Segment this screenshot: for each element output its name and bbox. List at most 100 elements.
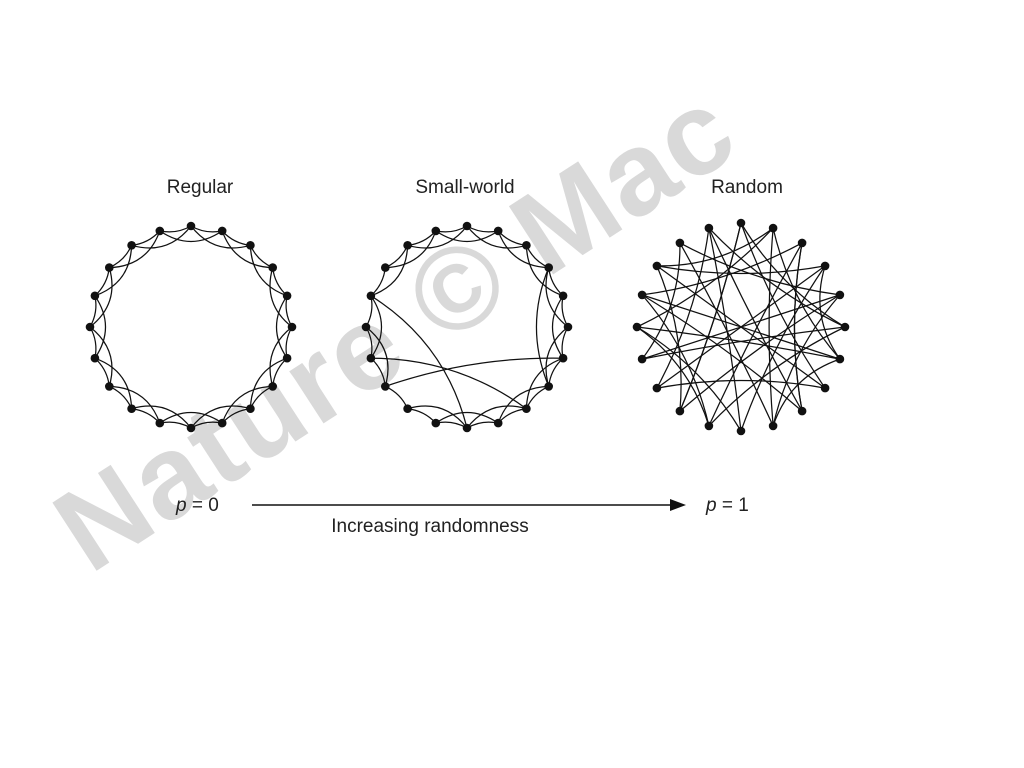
network-node [563, 322, 573, 332]
network-node [105, 382, 114, 391]
network-node [736, 218, 746, 228]
network-node [282, 353, 292, 363]
network-node [558, 353, 568, 363]
network-node [835, 354, 845, 364]
network-node [186, 423, 196, 433]
random-edge [819, 265, 841, 360]
lattice-edge [159, 412, 223, 424]
shortcut-edge [370, 357, 527, 410]
lattice-edge [249, 245, 288, 297]
lattice-edge [109, 385, 161, 424]
lattice-edge [548, 357, 564, 387]
network-node [493, 418, 503, 428]
axis-right-value: = 1 [717, 495, 749, 516]
lattice-edge [466, 225, 527, 249]
random-edge [641, 326, 846, 360]
network-node [736, 426, 746, 436]
lattice-edge [131, 230, 161, 246]
network-node [403, 404, 412, 414]
random-edge [656, 265, 826, 275]
random-edge [740, 222, 846, 328]
network-node [431, 226, 441, 236]
shortcut-edge [385, 357, 564, 387]
network-node [105, 263, 114, 272]
random-edge [636, 227, 774, 328]
small-world-network [361, 221, 573, 433]
network-node [652, 261, 662, 271]
lattice-edge [407, 225, 468, 249]
lattice-edge [545, 267, 569, 328]
lattice-edge [159, 230, 223, 242]
random-edge [656, 379, 826, 389]
random-edge [679, 294, 841, 412]
random-edge [740, 265, 826, 432]
network-node [366, 353, 376, 363]
shortcut-edge [535, 267, 550, 387]
lattice-edge [131, 225, 192, 249]
lattice-edge [385, 230, 437, 269]
axis-arrow-head [670, 499, 686, 511]
network-node [155, 418, 165, 428]
lattice-edge [407, 408, 437, 424]
lattice-edge [497, 230, 549, 269]
network-node [768, 421, 778, 431]
shortcut-edge [370, 295, 468, 429]
lattice-edge [370, 295, 382, 359]
network-node [127, 404, 136, 414]
network-node [493, 226, 503, 236]
lattice-edge [89, 326, 113, 387]
lattice-edge [94, 295, 106, 359]
lattice-edge [221, 230, 251, 246]
lattice-edge [131, 405, 192, 429]
network-node [820, 383, 830, 393]
network-node [246, 404, 255, 414]
network-node [381, 263, 390, 272]
network-node [155, 226, 165, 236]
random-edge [772, 294, 841, 427]
lattice-edge [525, 357, 564, 409]
network-node [522, 404, 531, 414]
randomness-axis: p = 0 p = 1 Increasing randomness [175, 495, 749, 537]
random-edge [656, 227, 774, 267]
panel-title-random: Random [711, 177, 783, 198]
lattice-edge [365, 326, 389, 387]
random-edge [708, 227, 803, 412]
lattice-edge [221, 230, 273, 269]
lattice-edge [269, 326, 293, 387]
network-node [768, 223, 778, 233]
network-node [403, 241, 412, 250]
network-node [675, 406, 685, 416]
network-node [704, 421, 714, 431]
network-node [268, 263, 278, 272]
axis-caption: Increasing randomness [331, 516, 529, 537]
network-node [90, 291, 100, 301]
random-edge [636, 326, 841, 360]
random-edge [708, 227, 846, 328]
lattice-edge [89, 267, 113, 328]
network-node [462, 423, 472, 433]
network-node [246, 241, 255, 250]
lattice-edge [94, 267, 110, 297]
lattice-edge [552, 295, 564, 359]
network-node [797, 238, 807, 248]
network-node [522, 241, 531, 250]
lattice-edge [221, 385, 273, 424]
network-node [797, 406, 807, 416]
network-node [632, 322, 642, 332]
lattice-edge [545, 326, 569, 387]
lattice-edge [525, 245, 564, 297]
lattice-edge [94, 357, 133, 409]
lattice-edge [435, 412, 499, 424]
lattice-edge [497, 385, 549, 424]
lattice-edge [109, 230, 161, 269]
random-edge [641, 294, 803, 412]
network-node [217, 226, 227, 236]
random-network [632, 218, 850, 436]
network-node [127, 241, 136, 250]
regular-network [85, 221, 297, 433]
network-node [675, 238, 685, 248]
network-node [217, 418, 227, 428]
network-node [381, 382, 390, 391]
network-node [820, 261, 830, 271]
network-node [85, 322, 95, 332]
